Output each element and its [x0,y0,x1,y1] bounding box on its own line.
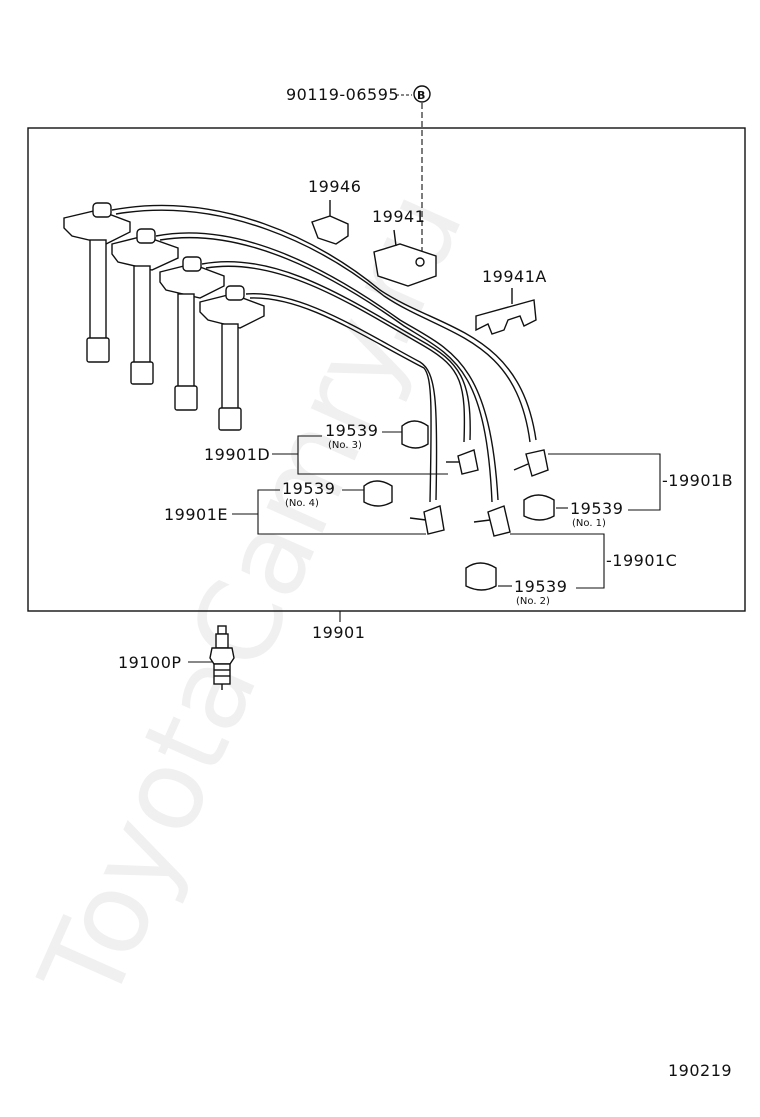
label-cap-no1[interactable]: 19539 [570,499,623,518]
label-cord-19901C[interactable]: -19901C [606,551,677,570]
ht-cords-icon [111,204,537,503]
clamp-19946-icon [311,200,349,245]
cord-end-no3-icon [446,449,479,475]
label-clamp-19946[interactable]: 19946 [308,177,361,196]
label-cord-set-19901[interactable]: 19901 [312,623,365,642]
bracket-19901E [257,489,426,535]
cap-no1-icon [523,494,555,521]
label-cap-no2[interactable]: 19539 [514,577,567,596]
coil-cluster-icon [63,202,265,431]
spark-plug-icon [209,625,235,690]
label-bolt-90119-06595[interactable]: 90119-06595 [286,85,399,104]
label-cap-no1-sub: (No. 1) [572,518,606,529]
bracket-19901D [297,435,448,475]
page-code: 190219 [668,1061,732,1080]
bracket-19901C [510,533,605,589]
label-cord-19901E[interactable]: 19901E [164,505,228,524]
label-clamp-19941A[interactable]: 19941A [482,267,547,286]
label-cap-no3-sub: (No. 3) [328,440,362,451]
bolt-marker-icon: B [413,85,431,103]
label-clamp-19941[interactable]: 19941 [372,207,425,226]
cap-no2-icon [465,562,497,591]
cord-end-no1-icon [513,449,549,477]
cord-set-frame [27,127,746,612]
label-cap-no4-sub: (No. 4) [285,498,319,509]
svg-text:B: B [417,89,425,102]
label-cap-no2-sub: (No. 2) [516,596,550,607]
clamp-19941A-icon [475,288,537,335]
label-cord-19901B[interactable]: -19901B [662,471,733,490]
cord-end-no4-icon [409,505,445,535]
label-cord-19901D[interactable]: 19901D [204,445,270,464]
label-spark-plug[interactable]: 19100P [118,653,182,672]
cord-end-no2-icon [473,505,511,537]
cap-no4-icon [363,480,393,507]
cap-no3-icon [401,420,429,449]
clamp-19941-icon [373,229,437,287]
label-cap-no3[interactable]: 19539 [325,421,378,440]
watermark: ToyotaCamry.ru [15,173,488,1022]
bracket-19901B [548,453,661,511]
label-cap-no4[interactable]: 19539 [282,479,335,498]
